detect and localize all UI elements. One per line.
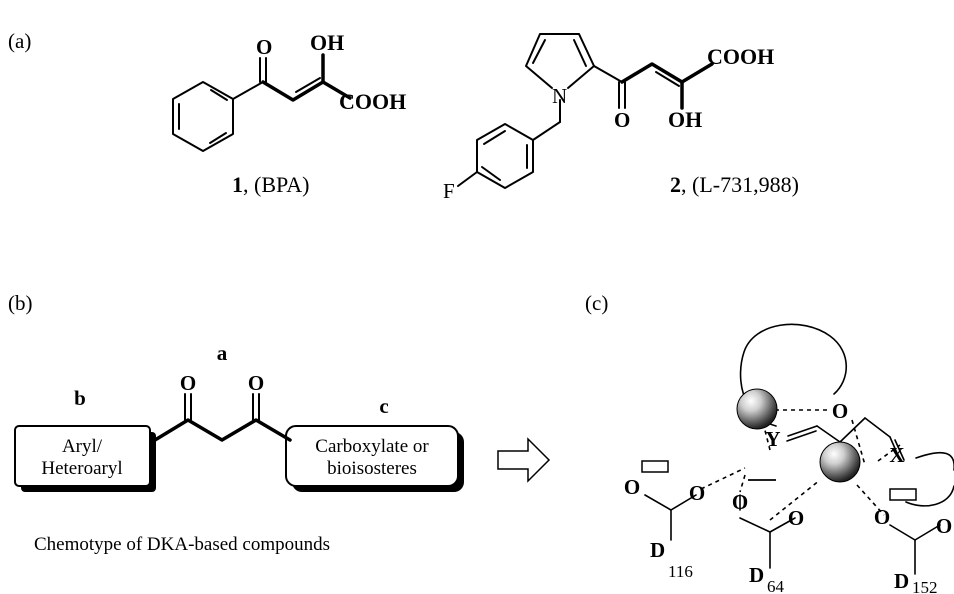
complex-atom-o-d116-top: O: [624, 475, 640, 499]
residue-d64-number: 64: [767, 577, 785, 594]
compound-2-atom-n: N: [552, 84, 567, 108]
complex-atom-o-d64-right: O: [788, 506, 804, 530]
chemotype-box-right-line2: bioisosteres: [327, 458, 417, 479]
charge-box-d152: [889, 488, 917, 501]
compound-1-atom-cooh: COOH: [339, 89, 406, 114]
chemotype-box-left-line2: Heteroaryl: [41, 458, 122, 479]
chemotype-box-left: [14, 425, 151, 487]
chemotype-box-right: [285, 425, 459, 487]
residue-d152: D: [894, 569, 909, 593]
coordination-bonds: [700, 394, 901, 521]
residue-d152-number: 152: [912, 578, 938, 594]
compound-2-atom-o: O: [614, 108, 630, 132]
chemotype-backbone: [153, 393, 292, 442]
chemotype-label-c: c: [379, 394, 388, 418]
chemotype-caption: Chemotype of DKA-based compounds: [34, 534, 330, 555]
complex-atom-o-d64-top: O: [732, 490, 748, 514]
compound-2-caption: 2, (L-731,988): [670, 172, 799, 197]
compound-2-atom-f: F: [443, 179, 455, 203]
compound-2-atom-cooh: COOH: [707, 44, 774, 69]
metal-ion-2: [819, 441, 861, 483]
residue-d116: D: [650, 538, 665, 562]
compound-2-atom-oh: OH: [668, 107, 702, 132]
metal-ion-1: [736, 388, 778, 430]
compound-2-structure: [457, 33, 714, 189]
charge-box-d116: [641, 460, 669, 473]
complex-atom-o-d152-right: O: [936, 514, 952, 538]
compound-1-caption: 1, (BPA): [232, 172, 309, 197]
complex-atom-o-center: O: [832, 399, 848, 423]
complex-atom-o-d152-top: O: [874, 505, 890, 529]
metal-complex-bonds: [644, 323, 954, 575]
residue-d116-number: 116: [668, 562, 693, 581]
chemotype-label-a: a: [217, 341, 228, 365]
compound-1-structure: [172, 53, 352, 152]
compound-1-atom-o: O: [256, 35, 272, 59]
chemotype-atom-o2: O: [248, 371, 264, 395]
svg-text:1, (BPA): 1, (BPA): [232, 172, 309, 197]
chemotype-label-b: b: [74, 386, 86, 410]
complex-atom-x: X: [889, 443, 904, 467]
complex-atom-y: Y: [765, 427, 780, 451]
complex-atom-o-d116-right: O: [689, 481, 705, 505]
chemotype-atom-o1: O: [180, 371, 196, 395]
panel-label-c: (c): [585, 291, 608, 315]
chemotype-box-left-line1: Aryl/: [62, 436, 103, 457]
transition-arrow: [497, 437, 551, 483]
panel-label-a: (a): [8, 29, 31, 53]
svg-text:2, (L-731,988): 2, (L-731,988): [670, 172, 799, 197]
residue-d64: D: [749, 563, 764, 587]
compound-1-atom-oh: OH: [310, 30, 344, 55]
chemotype-box-right-line1: Carboxylate or: [315, 436, 429, 457]
panel-label-b: (b): [8, 291, 33, 315]
